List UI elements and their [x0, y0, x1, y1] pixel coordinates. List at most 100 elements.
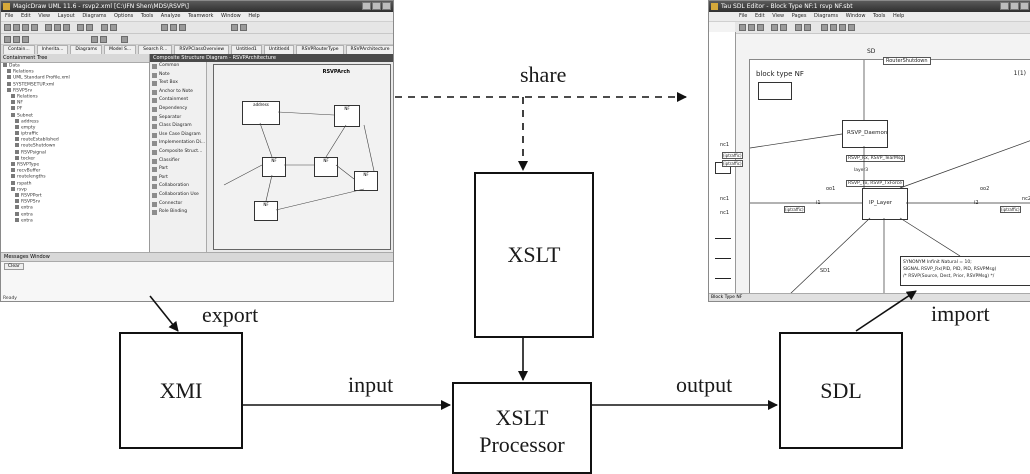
print-icon[interactable]	[31, 24, 38, 31]
tree-item[interactable]: Relations	[1, 69, 149, 75]
tree-item[interactable]: Subnet	[1, 112, 149, 119]
menu-pages[interactable]: Pages	[791, 13, 807, 19]
palette-item[interactable]: Collaboration Use	[150, 191, 206, 200]
palette-item[interactable]: Class Diagram	[150, 122, 206, 131]
palette-symbol[interactable]	[715, 258, 731, 259]
part-nf[interactable]: NF	[262, 157, 286, 177]
menu-file[interactable]: File	[739, 13, 748, 19]
palette-item[interactable]: Use Case Diagram	[150, 131, 206, 140]
copy-icon[interactable]	[780, 24, 787, 31]
tree-item[interactable]: tocker	[1, 155, 149, 162]
find-icon[interactable]	[231, 24, 238, 31]
tree-item[interactable]: rsvp	[1, 186, 149, 193]
search-icon[interactable]	[839, 24, 846, 31]
paste-icon[interactable]	[63, 24, 70, 31]
tree-item[interactable]: recvBuffer	[1, 168, 149, 174]
zoom-in-icon[interactable]	[101, 24, 108, 31]
italic-icon[interactable]	[100, 36, 107, 43]
palette-item[interactable]: Containment	[150, 96, 206, 105]
menu-file[interactable]: File	[5, 13, 14, 19]
save-icon[interactable]	[757, 24, 764, 31]
tree-item[interactable]: RSVPType	[1, 162, 149, 168]
close-icon[interactable]	[382, 2, 391, 10]
part-nf[interactable]: NF	[314, 157, 338, 177]
part-address[interactable]: address	[242, 101, 280, 125]
tree-item[interactable]: extra	[1, 217, 149, 224]
menu-help[interactable]: Help	[248, 13, 260, 19]
redo-icon[interactable]	[86, 24, 93, 31]
menu-diagrams[interactable]: Diagrams	[814, 13, 839, 19]
palette-item[interactable]: Port	[150, 174, 206, 183]
menu-edit[interactable]: Edit	[754, 13, 765, 19]
tree-item[interactable]: RSVPsignal	[1, 149, 149, 156]
tree-item[interactable]: extra	[1, 211, 149, 218]
move-icon[interactable]	[830, 24, 837, 31]
ip-layer-block[interactable]: IP_Layer	[862, 188, 908, 220]
menu-edit[interactable]: Edit	[20, 13, 31, 19]
open-icon[interactable]	[13, 24, 20, 31]
minimize-icon[interactable]	[1000, 2, 1009, 10]
text-symbol[interactable]	[758, 82, 792, 100]
part-nf[interactable]: NF	[334, 105, 360, 127]
align-icon[interactable]	[170, 24, 177, 31]
copy-icon[interactable]	[54, 24, 61, 31]
palette-item[interactable]: Composite Struct...	[150, 148, 206, 157]
browser-icon[interactable]	[240, 24, 247, 31]
cut-icon[interactable]	[45, 24, 52, 31]
tree-item[interactable]: Data	[1, 63, 149, 69]
tree-item[interactable]: Relations	[1, 93, 149, 100]
menu-window[interactable]: Window	[845, 13, 866, 19]
tree-item[interactable]: iptraffic	[1, 131, 149, 137]
shape-icon[interactable]	[121, 36, 128, 43]
palette-item[interactable]: Classifier	[150, 157, 206, 166]
new-icon[interactable]	[739, 24, 746, 31]
menu-help[interactable]: Help	[892, 13, 905, 19]
palette-symbol[interactable]	[715, 278, 731, 279]
save-icon[interactable]	[22, 24, 29, 31]
tree-item[interactable]: RSVPSrv	[1, 87, 149, 94]
menu-window[interactable]: Window	[221, 13, 241, 19]
zoom-icon[interactable]	[795, 24, 802, 31]
tree-item[interactable]: UML Standard Profile.xml	[1, 75, 149, 81]
bold-icon[interactable]	[91, 36, 98, 43]
tree-item[interactable]: SYSTEMSETUP.xml	[1, 81, 149, 88]
layout-icon[interactable]	[161, 24, 168, 31]
composite-frame[interactable]: RSVPArch address NF NF NF NF NF	[213, 64, 391, 250]
diagram-canvas[interactable]: RSVPArch address NF NF NF NF NF	[207, 62, 393, 252]
cut-icon[interactable]	[771, 24, 778, 31]
menu-tools[interactable]: Tools	[873, 13, 886, 19]
part-nf[interactable]: NF	[354, 171, 378, 191]
palette-item[interactable]: Collaboration	[150, 182, 206, 191]
menu-view[interactable]: View	[38, 13, 51, 19]
palette-item[interactable]: Common	[150, 62, 206, 71]
palette-symbol[interactable]	[715, 238, 731, 239]
undo-icon[interactable]	[77, 24, 84, 31]
tree-item[interactable]: empty	[1, 124, 149, 131]
palette-item[interactable]: Separator	[150, 114, 206, 123]
tree-item[interactable]: PF	[1, 106, 149, 112]
text-icon[interactable]	[13, 36, 20, 43]
tree-item[interactable]: extra	[1, 205, 149, 211]
declaration-text[interactable]: SYNONYM Infinit Natural = 10; SIGNAL RSV…	[900, 256, 1030, 286]
pointer-icon[interactable]	[4, 36, 11, 43]
tree-item[interactable]: routelengths	[1, 174, 149, 180]
rsvp-daemon-block[interactable]: RSVP_Daemon	[842, 120, 888, 148]
line-icon[interactable]	[22, 36, 29, 43]
menu-layout[interactable]: Layout	[57, 13, 75, 19]
tree-item[interactable]: address	[1, 118, 149, 125]
nav-icon[interactable]	[821, 24, 828, 31]
new-icon[interactable]	[4, 24, 11, 31]
menu-tools[interactable]: Tools	[140, 13, 154, 19]
palette-item[interactable]: Part	[150, 165, 206, 174]
palette-item[interactable]: Role Binding	[150, 208, 206, 217]
menu-diagrams[interactable]: Diagrams	[82, 13, 107, 19]
tree-item[interactable]: RSVPSrv	[1, 199, 149, 205]
menu-view[interactable]: View	[772, 13, 785, 19]
palette-item[interactable]: Implementation Di...	[150, 139, 206, 148]
palette-item[interactable]: Connector	[150, 200, 206, 209]
help-icon[interactable]	[848, 24, 855, 31]
part-nf[interactable]: NF	[254, 201, 278, 221]
maximize-icon[interactable]	[372, 2, 381, 10]
open-icon[interactable]	[748, 24, 755, 31]
tree-item[interactable]: routeShutdown	[1, 143, 149, 149]
